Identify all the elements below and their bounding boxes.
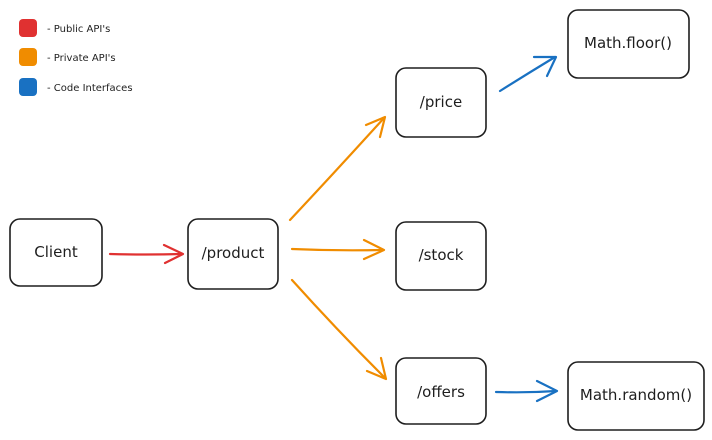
edges — [108, 55, 559, 403]
node-math-random-box — [567, 361, 705, 431]
legend: - Public API's - Private API's - Code In… — [19, 19, 133, 96]
node-client-box — [9, 218, 103, 287]
node-product-label: /product — [202, 244, 265, 262]
edge-client-product — [108, 243, 185, 265]
node-client: Client — [9, 218, 103, 287]
node-stock-box — [395, 221, 487, 291]
node-math-floor-box — [567, 9, 690, 79]
node-math-floor-label: Math.floor() — [584, 34, 672, 52]
node-offers-label: /offers — [417, 383, 465, 401]
edge-product-stock — [290, 238, 386, 261]
edge-product-price — [288, 115, 387, 222]
node-stock-label: /stock — [419, 246, 464, 264]
edge-offers-mathrandom — [494, 379, 559, 403]
legend-label-private: - Private API's — [47, 53, 116, 64]
node-product: /product — [187, 218, 279, 290]
node-price: /price — [395, 67, 487, 138]
node-offers: /offers — [395, 357, 487, 425]
node-math-floor: Math.floor() — [567, 9, 690, 79]
legend-swatch-code — [19, 78, 37, 96]
legend-swatch-public — [19, 19, 37, 37]
edge-price-mathfloor — [498, 55, 558, 93]
node-product-box — [187, 218, 279, 290]
node-client-label: Client — [34, 243, 78, 261]
legend-swatch-private — [19, 48, 37, 66]
node-price-box — [395, 67, 487, 138]
node-stock: /stock — [395, 221, 487, 291]
edge-product-offers — [290, 278, 388, 381]
node-math-random: Math.random() — [567, 361, 705, 431]
node-offers-box — [395, 357, 487, 425]
legend-label-public: - Public API's — [47, 24, 110, 35]
node-math-random-label: Math.random() — [580, 386, 692, 404]
node-price-label: /price — [420, 93, 462, 111]
legend-label-code: - Code Interfaces — [47, 83, 133, 94]
